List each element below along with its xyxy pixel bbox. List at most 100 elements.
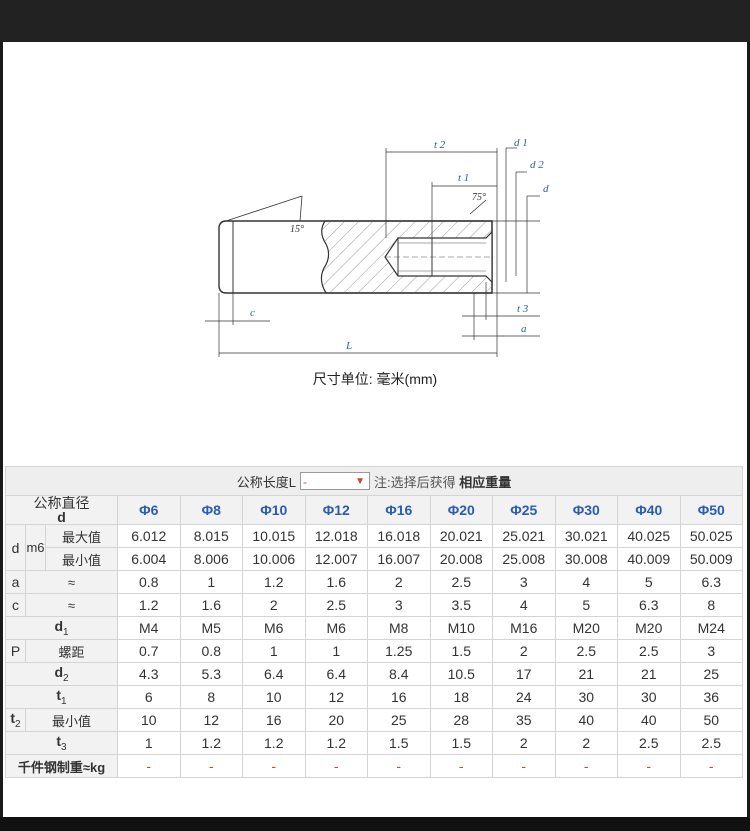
table-cell: 28 — [429, 708, 493, 732]
table-cell: M6 — [304, 616, 368, 640]
table-cell: 8.4 — [367, 662, 431, 686]
table-cell: 2 — [492, 639, 556, 663]
table-cell: 12.007 — [304, 547, 368, 571]
table-cell: 18 — [429, 685, 493, 709]
table-row: d1 M4 M5 M6 M6 M8 M10 M16 M20 M20 M24 — [5, 616, 743, 640]
selector-hint: 注:选择后获得 相应重量 — [374, 472, 511, 491]
table-row: d2 4.3 5.3 6.4 6.4 8.4 10.5 17 21 21 25 — [5, 662, 743, 686]
table-cell: 30.021 — [554, 524, 618, 548]
table-cell: 2 — [242, 593, 306, 617]
c-label: c — [250, 307, 255, 319]
a-row-label: a — [5, 570, 26, 594]
t2-subscript: 2 — [15, 718, 21, 730]
t1-row-label: t1 — [5, 685, 118, 709]
table-row: t3 1 1.2 1.2 1.2 1.5 1.5 2 2 2.5 2.5 — [5, 731, 743, 755]
table-cell: 3 — [679, 639, 743, 663]
diameter-header: Φ12 — [304, 495, 368, 525]
table-cell: 30 — [554, 685, 618, 709]
table-cell: 10.5 — [429, 662, 493, 686]
table-cell: 40.009 — [617, 547, 681, 571]
table-row: a ≈ 0.8 1 1.2 1.6 2 2.5 3 4 5 6.3 — [5, 570, 743, 594]
table-cell: 6.012 — [117, 524, 181, 548]
approx-label: ≈ — [25, 593, 118, 617]
diameter-header: Φ40 — [617, 495, 681, 525]
table-cell: M8 — [367, 616, 431, 640]
table-cell: M6 — [242, 616, 306, 640]
min-label: 最小值 — [45, 547, 118, 571]
table-cell: 1 — [242, 639, 306, 663]
table-cell: 2.5 — [304, 593, 368, 617]
table-cell: 1.5 — [367, 731, 431, 755]
table-cell: 0.8 — [179, 639, 243, 663]
table-cell: M20 — [554, 616, 618, 640]
d-label: d — [543, 183, 549, 195]
table-cell: 25 — [367, 708, 431, 732]
length-select-value: - — [302, 475, 307, 489]
table-cell: 40 — [617, 708, 681, 732]
t1-subscript: 1 — [61, 695, 67, 707]
table-cell: 16 — [367, 685, 431, 709]
t1-symbol: t — [56, 687, 62, 704]
table-cell: 5 — [617, 570, 681, 594]
top-bar — [0, 0, 750, 42]
left-border — [0, 42, 3, 817]
table-cell: 50.009 — [679, 547, 743, 571]
table-cell: 1.25 — [367, 639, 431, 663]
table-row: P 螺距 0.7 0.8 1 1 1.25 1.5 2 2.5 2.5 3 — [5, 639, 743, 663]
weight-cell: - — [554, 754, 618, 778]
table-cell: 1 — [304, 639, 368, 663]
length-select[interactable]: -▼ — [299, 472, 370, 490]
weight-cell: - — [679, 754, 743, 778]
table-cell: 3 — [367, 593, 431, 617]
table-cell: 36 — [679, 685, 743, 709]
table-cell: M20 — [617, 616, 681, 640]
table-cell: 12.018 — [304, 524, 368, 548]
weight-cell: - — [179, 754, 243, 778]
weight-cell: - — [617, 754, 681, 778]
table-cell: 1 — [179, 570, 243, 594]
table-cell: 6.4 — [242, 662, 306, 686]
diameter-header: Φ8 — [179, 495, 243, 525]
table-cell: 17 — [492, 662, 556, 686]
approx-label: ≈ — [25, 570, 118, 594]
table-cell: 8 — [679, 593, 743, 617]
pitch-label: 螺距 — [25, 639, 118, 663]
p-row-label: P — [5, 639, 26, 663]
table-row: t2 最小值 10 12 16 20 25 28 35 40 40 50 — [5, 708, 743, 732]
t2-label: t 2 — [434, 139, 446, 151]
table-cell: 4.3 — [117, 662, 181, 686]
table-cell: 40 — [554, 708, 618, 732]
table-cell: 6 — [117, 685, 181, 709]
d2-label: d 2 — [530, 159, 544, 171]
right-border — [747, 42, 750, 817]
table-row: d m6 最大值 6.012 8.015 10.015 12.018 16.01… — [5, 524, 743, 571]
table-cell: 1.2 — [179, 731, 243, 755]
table-cell: 5 — [554, 593, 618, 617]
weight-row-label: 千件钢制重≈kg — [5, 754, 118, 778]
table-cell: 21 — [554, 662, 618, 686]
table-cell: 2.5 — [679, 731, 743, 755]
table-cell: 2.5 — [429, 570, 493, 594]
table-cell: 10 — [117, 708, 181, 732]
angle-right-label: 75° — [472, 192, 486, 203]
table-cell: 6.3 — [617, 593, 681, 617]
table-cell: 3 — [492, 570, 556, 594]
diameter-header-row: 公称直径 d Φ6 Φ8 Φ10 Φ12 Φ16 Φ20 Φ25 Φ30 Φ40… — [5, 495, 743, 525]
table-cell: 25 — [679, 662, 743, 686]
table-cell: 2.5 — [554, 639, 618, 663]
table-cell: 12 — [304, 685, 368, 709]
table-cell: 35 — [492, 708, 556, 732]
table-cell: 6.4 — [304, 662, 368, 686]
table-cell: 6.004 — [117, 547, 181, 571]
t3-label: t 3 — [517, 303, 529, 315]
table-cell: 1.6 — [304, 570, 368, 594]
table-cell: 1.6 — [179, 593, 243, 617]
diameter-header: Φ10 — [242, 495, 306, 525]
table-cell: 4 — [492, 593, 556, 617]
unit-caption: 尺寸单位: 毫米(mm) — [312, 371, 438, 387]
t2-row-label: t2 — [5, 708, 26, 732]
table-cell: 8 — [179, 685, 243, 709]
min-label: 最小值 — [25, 708, 118, 732]
spec-table: 公称长度L -▼ 注:选择后获得 相应重量 公称直径 d Φ6 Φ8 Φ10 Φ… — [5, 466, 743, 778]
table-cell: 50 — [679, 708, 743, 732]
